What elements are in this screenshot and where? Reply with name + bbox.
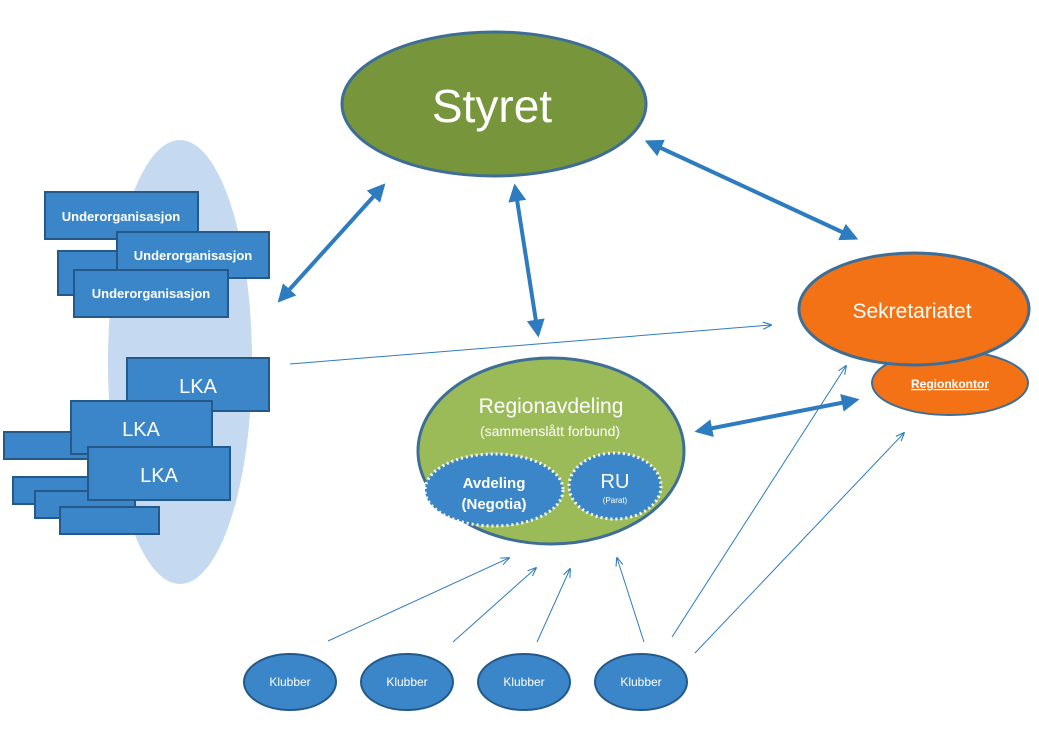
klubber-label: Klubber	[620, 675, 661, 689]
arrow-regionavdeling-regionkontor	[694, 393, 860, 438]
styret-ellipse	[340, 30, 648, 178]
avdeling-ellipse	[423, 452, 565, 528]
arrow-lka-sekretariatet	[289, 325, 771, 365]
klubber-ellipse	[477, 653, 571, 711]
arrow-klubber4-sekretariatet	[671, 366, 846, 638]
arrow-klubber4-region	[617, 558, 645, 643]
underorganisasjon-label: Underorganisasjon	[92, 286, 211, 301]
klubber-ellipse	[594, 653, 688, 711]
arrow-klubber1-region	[327, 558, 509, 642]
thin-arrows	[289, 325, 904, 654]
lka-label: LKA	[122, 419, 160, 441]
lka-box	[87, 446, 231, 501]
styret-label: Styret	[432, 80, 552, 132]
klubber-label: Klubber	[269, 675, 310, 689]
lka-label: LKA	[140, 465, 178, 487]
klubber-group: Klubber Klubber Klubber Klubber	[243, 653, 688, 711]
lka-box	[70, 400, 213, 455]
sekretariatet-label: Sekretariatet	[852, 300, 971, 323]
sekretariatet-ellipse	[797, 251, 1031, 367]
arrow-klubber2-region	[452, 568, 536, 643]
klubber-label: Klubber	[503, 675, 544, 689]
underorganisasjon-box	[73, 269, 229, 318]
background-box	[59, 506, 160, 535]
ru-title: RU	[601, 471, 630, 493]
arrow-klubber4-regionkontor	[694, 433, 904, 654]
underorganisasjon-group: Underorganisasjon Underorganisasjon Unde…	[44, 191, 270, 318]
ru-ellipse	[567, 451, 663, 521]
avdeling-label-line1: Avdeling	[463, 475, 526, 492]
arrow-klubber3-region	[536, 569, 570, 643]
thick-arrows	[277, 139, 860, 438]
underorganisasjon-label: Underorganisasjon	[134, 248, 253, 263]
lka-label: LKA	[179, 376, 217, 398]
lka-group: LKA LKA LKA	[3, 357, 270, 535]
avdeling-label-line2: (Negotia)	[462, 496, 527, 513]
arrow-styret-sekretariatet	[644, 139, 859, 241]
klubber-ellipse	[243, 653, 337, 711]
arrow-styret-regionavdeling	[508, 183, 545, 338]
regionavdeling-subtitle: (sammenslått forbund)	[480, 423, 620, 439]
klubber-label: Klubber	[386, 675, 427, 689]
regionavdeling-title: Regionavdeling	[479, 395, 624, 418]
ru-subtitle: (Parat)	[603, 496, 628, 505]
regionkontor-label: Regionkontor	[911, 377, 989, 391]
klubber-ellipse	[360, 653, 454, 711]
underorganisasjon-label: Underorganisasjon	[62, 209, 181, 224]
arrow-underorg-styret	[277, 183, 386, 303]
